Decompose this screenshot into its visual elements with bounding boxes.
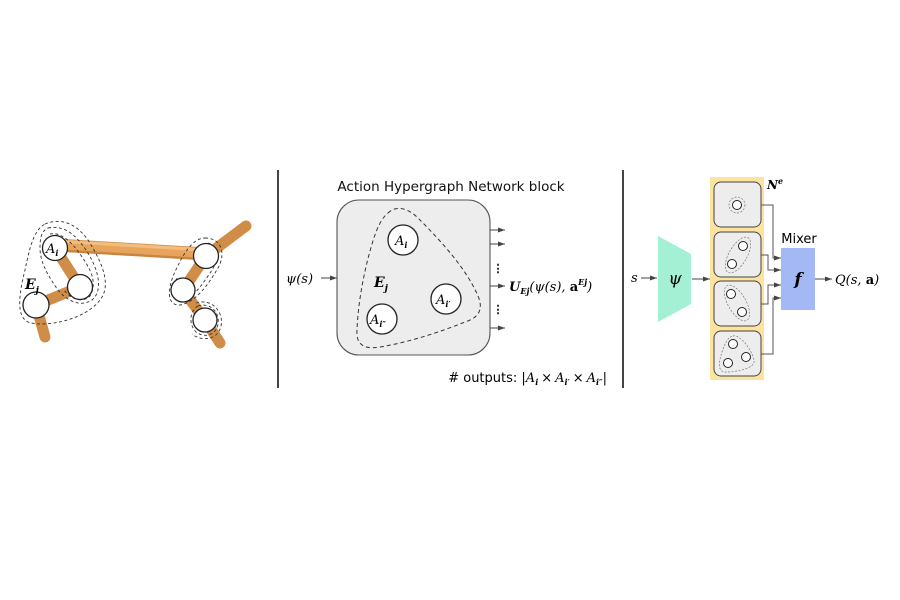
joint-node bbox=[192, 307, 218, 333]
action-node-ai-prime: Ai′ bbox=[430, 283, 462, 315]
ensemble-cell-4 bbox=[713, 330, 762, 377]
joint-node bbox=[22, 291, 50, 319]
network-output-label: UEj(ψ(s), aEj) bbox=[509, 277, 592, 296]
robot-hyperedges-left bbox=[19, 220, 106, 325]
svg-text:Ai: Ai bbox=[394, 234, 407, 250]
ensemble-cell-3 bbox=[713, 280, 762, 327]
ensemble-cell-1 bbox=[713, 181, 762, 228]
ensemble-connectors bbox=[761, 204, 781, 355]
network-input-label: ψ(s) bbox=[286, 272, 313, 287]
ensemble-cell-2 bbox=[713, 231, 762, 278]
connector bbox=[761, 295, 781, 355]
svg-text:Ai″: Ai″ bbox=[369, 313, 386, 329]
network-output-arrows bbox=[490, 227, 505, 331]
robot-joints bbox=[22, 234, 220, 333]
network-block-box bbox=[336, 199, 491, 356]
robot-node-label: Ai bbox=[45, 242, 58, 258]
output-ellipsis-lower: ⋮ bbox=[493, 303, 504, 316]
svg-text:Ai′: Ai′ bbox=[435, 293, 451, 309]
robot-hyperedge-label: Ej bbox=[24, 277, 40, 296]
encoder-psi bbox=[658, 236, 691, 322]
network-block-panel: Action Hypergraph Network block ψ(s) Ej … bbox=[286, 179, 607, 387]
robot-figure: Ai Ej bbox=[19, 220, 252, 349]
mixer-title: Mixer bbox=[781, 232, 817, 247]
ensemble-label: Ne bbox=[766, 176, 783, 192]
mixer-box bbox=[781, 248, 815, 310]
hyperedge-outline bbox=[169, 237, 223, 306]
action-node-ai: Ai bbox=[387, 224, 419, 256]
hyperedge-outline bbox=[191, 301, 222, 340]
q-value-label: Q(s, a) bbox=[835, 273, 879, 288]
joint-node bbox=[170, 277, 196, 303]
action-node-ai-double-prime: Ai″ bbox=[366, 303, 398, 335]
connector bbox=[761, 254, 781, 273]
hyperedge-outline bbox=[190, 304, 219, 336]
architecture-panel: s ψ Ne bbox=[631, 176, 879, 380]
output-ellipsis-upper: ⋮ bbox=[493, 262, 504, 275]
joint-node bbox=[192, 242, 220, 270]
hyperedge-outline bbox=[39, 226, 99, 304]
hyperedge-ej-label: Ej bbox=[373, 275, 389, 294]
hyperedge-ej-outline bbox=[356, 207, 481, 349]
mixer-label: f bbox=[793, 270, 804, 290]
outputs-caption: # outputs: |Ai×Ai′×Ai″| bbox=[448, 371, 607, 387]
joint-node bbox=[66, 273, 94, 301]
network-block-title: Action Hypergraph Network block bbox=[337, 179, 564, 195]
joint-node-ai bbox=[41, 234, 69, 262]
connector bbox=[761, 282, 781, 305]
hyperedge-outline bbox=[49, 233, 94, 301]
arch-input-label: s bbox=[631, 271, 638, 286]
encoder-label: ψ bbox=[668, 269, 682, 289]
connector bbox=[761, 204, 781, 261]
